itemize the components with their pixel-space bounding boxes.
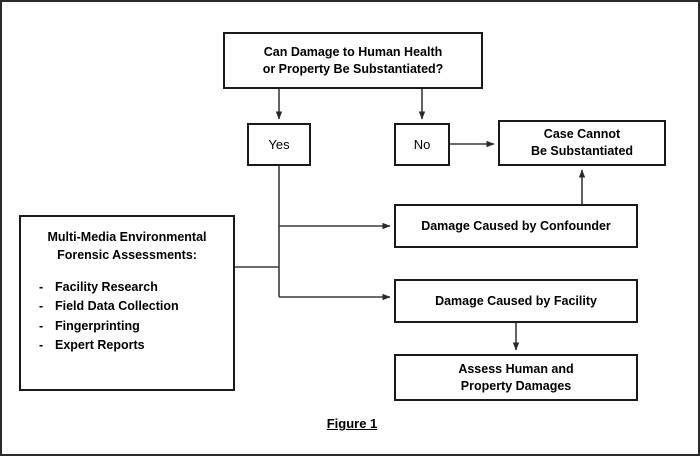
list-item: - Fingerprinting [39, 317, 223, 336]
list-item: - Facility Research [39, 278, 223, 297]
list-item: - Field Data Collection [39, 297, 223, 316]
node-assess-line1: Assess Human and [458, 361, 574, 376]
node-yes-label: Yes [268, 136, 290, 152]
node-question-line1: Can Damage to Human Health [263, 44, 443, 59]
bullet-dash-icon: - [39, 280, 44, 294]
node-confounder-label: Damage Caused by Confounder [421, 218, 611, 233]
node-no: No [394, 123, 450, 166]
list-item-label: Expert Reports [55, 338, 145, 353]
node-case-cannot-be-substantiated: Case Cannot Be Substantiated [498, 120, 666, 166]
assessments-heading: Multi-Media Environmental Forensic Asses… [31, 229, 223, 264]
list-item: - Expert Reports [39, 336, 223, 355]
figure-caption: Figure 1 [2, 416, 698, 431]
node-damage-caused-by-facility: Damage Caused by Facility [394, 279, 638, 323]
node-yes: Yes [247, 123, 311, 166]
node-case-line1: Case Cannot [543, 127, 621, 142]
bullet-dash-icon: - [39, 338, 44, 353]
node-multi-media-assessments: Multi-Media Environmental Forensic Asses… [19, 215, 235, 391]
node-question: Can Damage to Human Health or Property B… [223, 32, 483, 89]
node-assess-line2: Property Damages [460, 378, 572, 393]
bullet-dash-icon: - [39, 318, 44, 333]
list-item-label: Facility Research [55, 280, 158, 294]
assessments-heading-line2: Forensic Assessments: [57, 247, 197, 262]
node-assess-damages: Assess Human and Property Damages [394, 354, 638, 401]
node-facility-label: Damage Caused by Facility [435, 293, 597, 308]
node-damage-caused-by-confounder: Damage Caused by Confounder [394, 204, 638, 248]
list-item-label: Fingerprinting [55, 318, 140, 333]
assessments-list: - Facility Research - Field Data Collect… [31, 278, 223, 356]
node-no-label: No [413, 136, 431, 152]
node-case-line2: Be Substantiated [530, 144, 634, 158]
assessments-heading-line1: Multi-Media Environmental [47, 230, 207, 244]
list-item-label: Field Data Collection [55, 299, 179, 314]
figure-caption-text: Figure 1 [326, 416, 378, 431]
node-question-line2: or Property Be Substantiated? [262, 61, 444, 76]
bullet-dash-icon: - [39, 299, 44, 314]
